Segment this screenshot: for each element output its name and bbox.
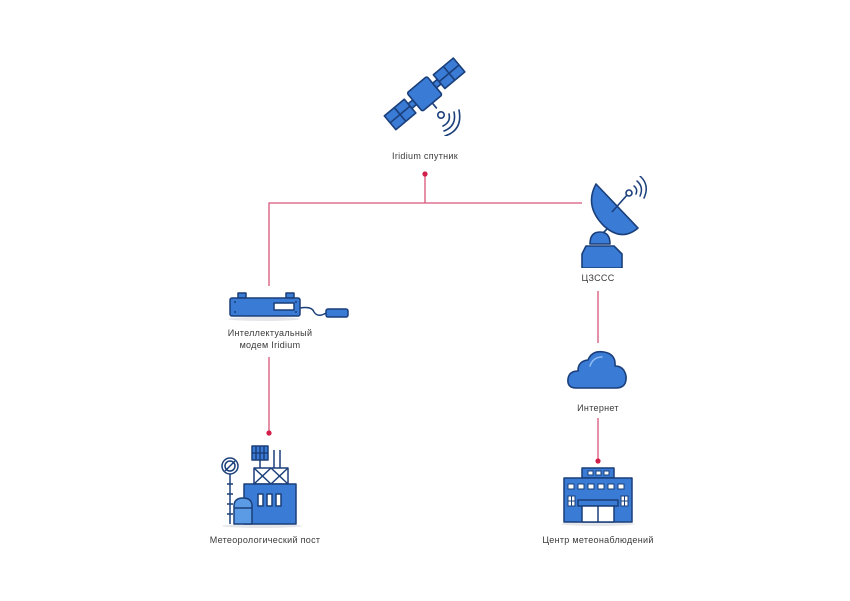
weather-post-label: Метеорологический пост <box>209 535 321 545</box>
satellite-dish-icon <box>581 176 647 268</box>
modem-label-line2: модем Iridium <box>239 340 301 350</box>
modem-label-line1: Интеллектуальный <box>227 328 313 338</box>
connector-dot-weather-post <box>266 430 272 436</box>
connector-dot-satellite <box>422 171 428 177</box>
satellite-label: Iridium спутник <box>392 151 458 161</box>
cloud-icon <box>567 350 627 389</box>
internet-label: Интернет <box>577 403 619 413</box>
ground-station-label: ЦЗССС <box>581 273 615 283</box>
weather-station-icon <box>221 445 302 528</box>
weather-center-label: Центр метеонаблюдений <box>542 535 654 545</box>
modem-icon <box>228 292 349 321</box>
edge-satellite-modem <box>268 202 425 286</box>
connector-dot-weather-center <box>595 458 601 464</box>
satellite-icon <box>383 57 466 136</box>
office-building-icon <box>561 467 635 526</box>
